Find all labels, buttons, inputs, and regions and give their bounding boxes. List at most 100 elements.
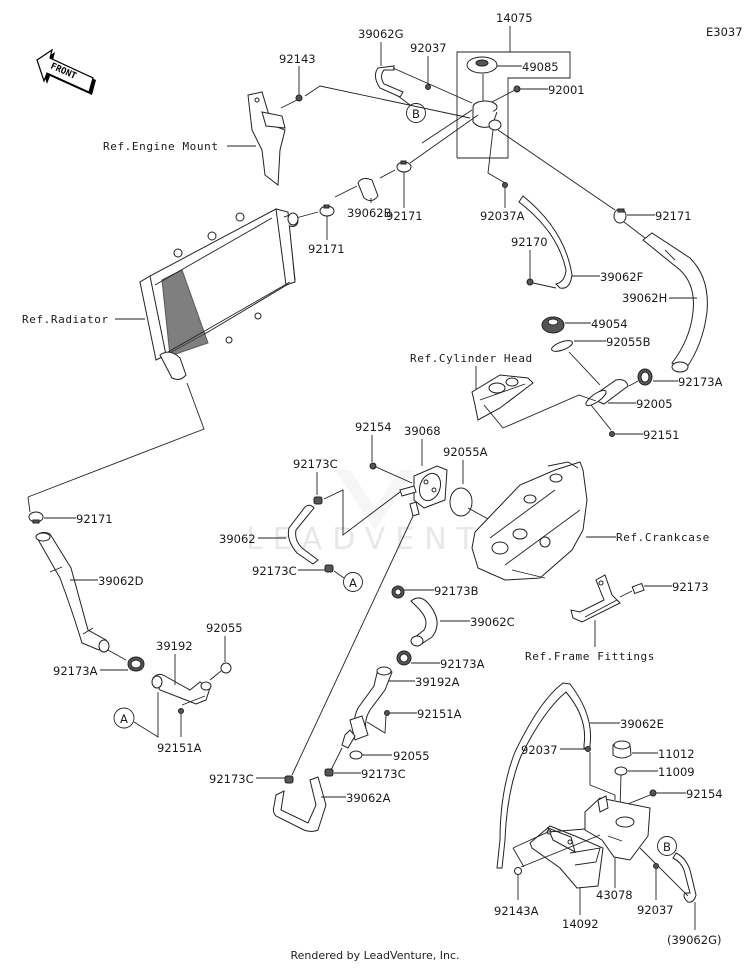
part-label-92171-b[interactable]: 92171 — [308, 242, 345, 256]
part-label-92173[interactable]: 92173 — [672, 580, 709, 594]
part-label-92173C-1[interactable]: 92173C — [293, 457, 338, 471]
part-label-92173C-2[interactable]: 92173C — [252, 564, 297, 578]
part-label-92055A[interactable]: 92055A — [443, 445, 488, 459]
part-label-92170[interactable]: 92170 — [511, 235, 548, 249]
ref-frame-fittings-label: Ref.Frame Fittings — [525, 650, 655, 663]
part-label-92151A-mid[interactable]: 92151A — [417, 707, 462, 721]
oil-cooler-39068 — [399, 465, 448, 517]
bolt-92170 — [526, 278, 534, 286]
part-label-39062C[interactable]: 39062C — [470, 615, 515, 629]
part-label-92173C-3[interactable]: 92173C — [361, 767, 406, 781]
frame-fitting-bracket — [570, 574, 621, 623]
part-label-92154-mid[interactable]: 92154 — [355, 420, 392, 434]
part-label-39192[interactable]: 39192 — [156, 639, 193, 653]
leader-line — [27, 496, 31, 513]
part-label-92173A-top[interactable]: 92173A — [678, 375, 723, 389]
part-label-92154-tank[interactable]: 92154 — [686, 787, 723, 801]
part-label-92171-a[interactable]: 92171 — [386, 209, 423, 223]
part-label-92143A[interactable]: 92143A — [494, 904, 539, 918]
part-label-49054[interactable]: 49054 — [591, 317, 628, 331]
clamp-92171 — [396, 160, 412, 173]
bolt-92154 — [369, 462, 377, 470]
leader-line — [27, 382, 205, 498]
ref-crankcase-label: Ref.Crankcase — [616, 531, 710, 544]
clamp-92171 — [613, 208, 627, 224]
part-label-39062B[interactable]: 39062B — [347, 206, 392, 220]
part-label-39062G-ref[interactable]: (39062G) — [667, 933, 721, 947]
clamp-92173C — [313, 496, 323, 505]
leader-line — [333, 570, 345, 579]
part-label-39062E[interactable]: 39062E — [620, 717, 664, 731]
part-label-39062G[interactable]: 39062G — [358, 27, 404, 41]
part-label-92055B[interactable]: 92055B — [606, 335, 651, 349]
leader-line — [639, 847, 689, 897]
part-label-92171-d[interactable]: 92171 — [76, 512, 113, 526]
part-label-92037-top[interactable]: 92037 — [410, 41, 447, 55]
nut-92143 — [295, 94, 303, 102]
callout-b-label: B — [663, 840, 671, 854]
washer-92143A — [514, 867, 522, 875]
o-ring-92055 — [349, 750, 363, 760]
o-ring-11009 — [614, 766, 628, 776]
part-label-92055-left[interactable]: 92055 — [206, 621, 243, 635]
part-label-92173C-4[interactable]: 92173C — [209, 772, 254, 786]
callout-a-circle — [343, 572, 363, 592]
reserve-tank-43078 — [584, 795, 651, 861]
part-label-14092[interactable]: 14092 — [562, 917, 599, 931]
part-label-92037-tank[interactable]: 92037 — [521, 743, 558, 757]
part-label-11012[interactable]: 11012 — [658, 747, 695, 761]
crankcase — [471, 461, 588, 581]
part-label-14075[interactable]: 14075 — [496, 11, 533, 25]
water-pipe-39192A — [341, 666, 393, 749]
callout-a-label: A — [120, 712, 128, 726]
leader-line — [467, 507, 491, 521]
part-label-92143[interactable]: 92143 — [279, 52, 316, 66]
leader-line — [491, 89, 516, 103]
part-label-39062F[interactable]: 39062F — [600, 270, 643, 284]
leader-line — [304, 85, 471, 119]
grommet-92173 — [631, 582, 645, 595]
ref-cylinder-head-label: Ref.Cylinder Head — [410, 352, 533, 365]
part-label-39192A[interactable]: 39192A — [415, 675, 460, 689]
part-label-49085[interactable]: 49085 — [522, 60, 559, 74]
gasket-92055B — [551, 340, 573, 352]
part-label-39062D[interactable]: 39062D — [98, 574, 144, 588]
part-label-92001[interactable]: 92001 — [548, 83, 585, 97]
assembly-bracket-14075 — [456, 51, 571, 159]
part-label-39062A[interactable]: 39062A — [346, 791, 391, 805]
part-label-92171-c[interactable]: 92171 — [655, 209, 692, 223]
callout-b-circle — [657, 836, 677, 856]
part-label-92055-mid[interactable]: 92055 — [393, 749, 430, 763]
hose-end — [98, 639, 110, 653]
leader-line — [421, 109, 473, 144]
part-label-92151A-left[interactable]: 92151A — [157, 741, 202, 755]
part-label-39062[interactable]: 39062 — [219, 532, 256, 546]
part-label-92173B[interactable]: 92173B — [434, 584, 479, 598]
part-label-92037-bottom[interactable]: 92037 — [637, 903, 674, 917]
hose-39062 — [287, 504, 319, 565]
part-label-39062H[interactable]: 39062H — [622, 291, 667, 305]
fitting-92005 — [585, 379, 629, 407]
part-label-43078[interactable]: 43078 — [596, 888, 633, 902]
hose-band — [49, 566, 63, 573]
part-label-39068[interactable]: 39068 — [404, 424, 441, 438]
hose-band — [664, 249, 676, 261]
leader-line — [628, 380, 639, 387]
clamp-92173C — [284, 775, 294, 784]
leader-line — [483, 394, 597, 429]
radiator-cap-49085 — [466, 56, 498, 74]
callout-a-label: A — [349, 576, 357, 590]
leader-line — [497, 129, 616, 211]
clip-92037 — [425, 84, 431, 90]
part-label-92037A[interactable]: 92037A — [480, 209, 525, 223]
leader-line — [209, 670, 222, 681]
part-label-92173A-left[interactable]: 92173A — [53, 664, 98, 678]
part-label-11009[interactable]: 11009 — [658, 765, 695, 779]
engine-mount-bracket — [247, 91, 286, 186]
leader-line — [590, 404, 612, 431]
diagram-code: E3037 — [706, 25, 743, 39]
part-label-92173A-mid[interactable]: 92173A — [440, 657, 485, 671]
part-label-92005[interactable]: 92005 — [636, 397, 673, 411]
clamp-92173C — [324, 564, 334, 573]
part-label-92151[interactable]: 92151 — [643, 428, 680, 442]
